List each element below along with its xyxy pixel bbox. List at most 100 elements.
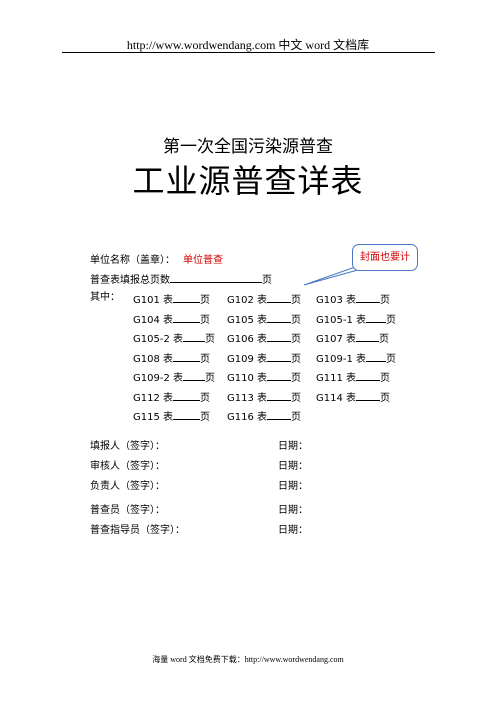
form-entry: G105 表 页 bbox=[227, 312, 301, 327]
form-page-unit: 页 bbox=[386, 353, 396, 365]
form-page-unit: 页 bbox=[380, 373, 391, 384]
form-page-unit: 页 bbox=[200, 392, 211, 404]
form-entry: G110 表 页 bbox=[227, 370, 301, 385]
page-header: http://www.wordwendang.com 中文 word 文档库 bbox=[126, 38, 370, 52]
forms-prefix: 其中： bbox=[90, 292, 120, 303]
form-page-blank bbox=[356, 390, 381, 401]
form-entry: G101 表 页 bbox=[133, 292, 210, 307]
date-label: 日期： bbox=[278, 505, 308, 516]
form-page-unit: 页 bbox=[291, 373, 302, 384]
total-pages-row: 普查表填报总页数 页 bbox=[90, 272, 272, 287]
form-label: G112 表 bbox=[133, 392, 174, 404]
header-divider bbox=[62, 52, 435, 53]
form-page-blank bbox=[183, 331, 205, 342]
form-page-unit: 页 bbox=[291, 334, 302, 345]
document-title: 工业源普查详表 bbox=[132, 162, 364, 200]
form-label: G101 表 bbox=[133, 295, 174, 306]
form-page-blank bbox=[356, 370, 381, 381]
form-entry: G114 表 页 bbox=[316, 390, 390, 405]
form-page-blank bbox=[366, 351, 386, 362]
form-page-unit: 页 bbox=[291, 392, 302, 404]
form-page-blank bbox=[356, 292, 381, 303]
form-entry: G105-2 表 页 bbox=[133, 331, 215, 346]
form-page-blank bbox=[267, 390, 292, 401]
form-label: G113 表 bbox=[227, 392, 268, 404]
form-page-unit: 页 bbox=[205, 334, 215, 345]
form-page-unit: 页 bbox=[291, 314, 302, 326]
form-entry: G109-1 表 页 bbox=[316, 351, 396, 366]
form-label: G110 表 bbox=[227, 373, 268, 384]
form-label: G107 表 bbox=[316, 334, 357, 345]
form-page-blank bbox=[173, 351, 201, 362]
date-label: 日期： bbox=[278, 525, 308, 536]
signature-label: 填报人（签字）： bbox=[90, 441, 165, 452]
form-page-blank bbox=[267, 370, 292, 381]
form-page-unit: 页 bbox=[379, 334, 390, 345]
form-page-unit: 页 bbox=[380, 392, 391, 404]
form-label: G109-2 表 bbox=[133, 373, 183, 384]
form-entry: G107 表 页 bbox=[316, 331, 389, 346]
form-page-blank bbox=[173, 292, 201, 303]
form-entry: G115 表 页 bbox=[133, 409, 210, 424]
form-entry: G112 表 页 bbox=[133, 390, 210, 405]
callout-note: 封面也要计 bbox=[352, 244, 418, 271]
form-page-blank bbox=[173, 390, 201, 401]
unit-name-value: 单位普查 bbox=[183, 255, 223, 266]
form-entry: G108 表 页 bbox=[133, 351, 210, 366]
form-page-blank bbox=[267, 351, 292, 362]
form-page-unit: 页 bbox=[200, 353, 211, 365]
document-subtitle: 第一次全国污染源普查 bbox=[163, 137, 333, 157]
form-entry: G111 表 页 bbox=[316, 370, 390, 385]
form-page-blank bbox=[356, 331, 380, 342]
unit-name-label: 单位名称（盖章）： bbox=[90, 255, 175, 266]
form-page-unit: 页 bbox=[200, 295, 211, 306]
form-entry: G116 表 页 bbox=[227, 409, 301, 424]
form-page-unit: 页 bbox=[291, 412, 302, 423]
signature-label: 负责人（签字）： bbox=[90, 481, 165, 492]
form-label: G108 表 bbox=[133, 353, 174, 365]
total-pages-unit: 页 bbox=[262, 275, 272, 286]
form-entry: G109 表 页 bbox=[227, 351, 301, 366]
form-page-blank bbox=[267, 409, 292, 420]
form-page-unit: 页 bbox=[291, 295, 302, 306]
form-page-blank bbox=[173, 312, 201, 323]
form-page-unit: 页 bbox=[386, 314, 396, 326]
form-label: G102 表 bbox=[227, 295, 268, 306]
total-pages-label: 普查表填报总页数 bbox=[90, 275, 170, 286]
form-page-blank bbox=[267, 331, 292, 342]
form-label: G116 表 bbox=[227, 412, 268, 423]
date-label: 日期： bbox=[278, 481, 308, 492]
form-page-unit: 页 bbox=[200, 314, 211, 326]
form-entry: G103 表页 bbox=[316, 292, 390, 307]
form-label: G105-2 表 bbox=[133, 334, 183, 345]
form-page-unit: 页 bbox=[291, 353, 302, 365]
form-entry: G104 表 页 bbox=[133, 312, 210, 327]
form-entry: G105-1 表 页 bbox=[316, 312, 396, 327]
form-page-unit: 页 bbox=[205, 373, 215, 384]
form-entry: G102 表 页 bbox=[227, 292, 301, 307]
total-pages-blank bbox=[170, 272, 262, 283]
form-page-blank bbox=[267, 292, 292, 303]
form-page-blank bbox=[183, 370, 205, 381]
form-label: G105 表 bbox=[227, 314, 268, 326]
form-label: G115 表 bbox=[133, 412, 174, 423]
form-label: G104 表 bbox=[133, 314, 174, 326]
signature-label: 普查员（签字）： bbox=[90, 505, 165, 516]
form-label: G109-1 表 bbox=[316, 353, 366, 365]
signature-label: 普查指导员（签字）： bbox=[90, 525, 185, 536]
form-page-unit: 页 bbox=[200, 412, 211, 423]
form-label: G109 表 bbox=[227, 353, 268, 365]
form-label: G114 表 bbox=[316, 392, 357, 404]
form-entry: G109-2 表 页 bbox=[133, 370, 215, 385]
unit-name-row: 单位名称（盖章）： 单位普查 bbox=[90, 255, 223, 267]
date-label: 日期： bbox=[278, 441, 308, 452]
form-label: G105-1 表 bbox=[316, 314, 366, 326]
form-page-unit: 页 bbox=[380, 295, 391, 306]
form-entry: G113 表 页 bbox=[227, 390, 301, 405]
form-page-blank bbox=[366, 312, 386, 323]
form-entry: G106 表页 bbox=[227, 331, 301, 346]
form-page-blank bbox=[267, 312, 292, 323]
form-page-blank bbox=[173, 409, 201, 420]
signature-label: 审核人（签字）： bbox=[90, 461, 165, 472]
form-label: G111 表 bbox=[316, 373, 357, 384]
